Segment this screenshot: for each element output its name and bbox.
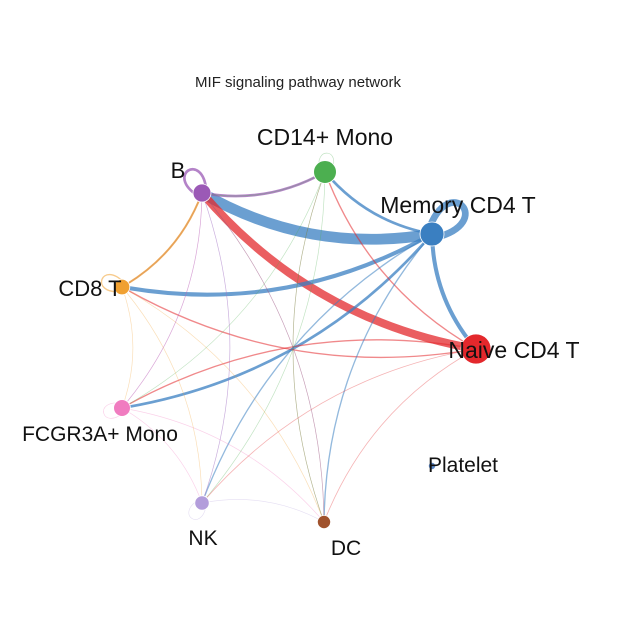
edge-cd8-t-to-cd8-t [100,274,125,293]
node-cd14plus-mono [313,160,337,184]
edge-memory-cd4-t-to-dc [323,233,433,523]
edge-fcgr3aplus-mono-to-fcgr3aplus-mono [103,402,124,419]
edge-naive-cd4-t-to-cd14plus-mono [324,171,477,350]
edge-dc-to-b [201,192,325,523]
node-label-memory-cd4-t: Memory CD4 T [380,192,536,218]
edge-nk-to-nk [188,499,207,520]
edge-fcgr3aplus-mono-to-b [121,192,203,409]
edge-naive-cd4-t-to-dc [323,348,477,523]
edge-b-to-b [183,167,208,197]
node-label-cd8-t: CD8 T [58,276,121,301]
diagram-title: MIF signaling pathway network [195,74,401,91]
edge-cd8-t-to-dc [121,286,325,523]
edge-memory-cd4-t-to-nk [201,233,433,504]
edge-b-to-fcgr3aplus-mono [121,192,203,409]
edge-b-to-nk [201,192,231,504]
node-layer [113,160,492,530]
edge-memory-cd4-t-to-b [196,187,438,245]
edge-cd8-t-to-fcgr3aplus-mono [121,286,134,409]
node-label-fcgr3aplus-mono: FCGR3A+ Mono [22,423,178,446]
edge-naive-cd4-t-to-nk [201,348,477,504]
node-label-dc: DC [331,537,361,560]
edge-naive-cd4-t-to-b [197,188,481,354]
edge-cd14plus-mono-to-b [201,171,326,197]
node-dc [316,515,331,530]
node-label-nk: NK [188,527,217,550]
edge-cd14plus-mono-to-fcgr3aplus-mono [121,171,326,409]
node-fcgr3aplus-mono [113,399,131,417]
node-nk [194,495,210,511]
edge-memory-cd4-t-to-naive-cd4-t [429,231,479,352]
edge-b-to-cd14plus-mono [200,170,327,198]
edge-cd14plus-mono-to-nk [201,171,326,504]
node-label-cd14plus-mono: CD14+ Mono [257,124,393,150]
edge-fcgr3aplus-mono-to-dc [121,407,325,523]
edge-b-to-dc [201,192,325,523]
node-label-b: B [171,158,186,183]
node-platelet [427,461,436,470]
edge-cd8-t-to-b [120,191,204,289]
node-label-naive-cd4-t: Naive CD4 T [448,337,579,363]
edge-cd8-t-to-nk [121,286,203,504]
edge-memory-cd4-t-to-memory-cd4-t [425,199,469,242]
node-cd8-t [113,278,131,296]
edge-layer [100,152,481,523]
edge-naive-cd4-t-to-cd8-t [121,286,477,359]
node-memory-cd4-t [419,221,445,247]
node-label-platelet: Platelet [428,454,498,477]
edge-b-to-cd8-t [121,192,203,288]
edge-fcgr3aplus-mono-to-nk [121,407,203,504]
node-b [192,183,212,203]
edge-nk-to-dc [201,499,325,523]
edge-memory-cd4-t-to-cd14plus-mono [323,170,434,236]
edge-dc-to-cd14plus-mono [292,171,326,523]
node-naive-cd4-t [460,333,492,365]
edge-cd14plus-mono-to-dc [292,171,326,523]
edge-memory-cd4-t-to-cd8-t [119,231,435,297]
edge-nk-to-b [201,192,231,504]
